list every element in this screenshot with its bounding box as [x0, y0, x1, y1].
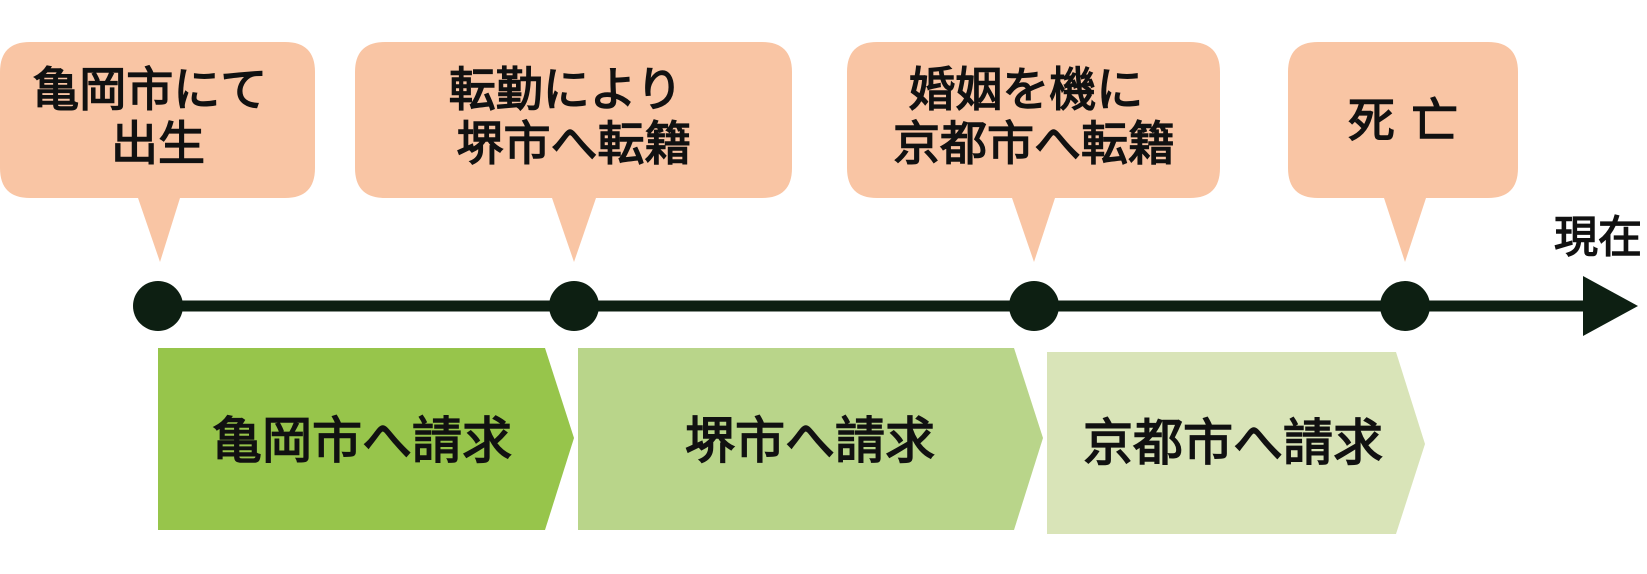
period-band-label: 亀岡市へ請求 [212, 412, 512, 470]
callout-text: 婚姻を機に 京都市へ転籍 [893, 63, 1175, 172]
callout-bubble-shape [1288, 42, 1518, 262]
event-callout-death: 死 亡 [1288, 42, 1518, 262]
period-band-label: 京都市へ請求 [1083, 414, 1383, 472]
period-band-shape [158, 348, 574, 530]
event-callout-transfer-kyoto: 婚姻を機に 京都市へ転籍 [847, 42, 1220, 262]
event-marker-birth [133, 281, 183, 331]
event-callout-birth: 亀岡市にて 出生 [0, 42, 315, 262]
callout-line-1: 死 亡 [1348, 94, 1458, 149]
event-marker-death [1380, 281, 1430, 331]
period-band-shape [578, 348, 1043, 530]
callout-bubble-shape [0, 42, 315, 262]
callout-line-2: 堺市へ転籍 [457, 117, 692, 172]
callout-bubble-shape [847, 42, 1220, 262]
callout-text: 転勤により 堺市へ転籍 [449, 63, 699, 172]
period-band-shape [1047, 352, 1425, 534]
event-marker-transfer-kyoto [1009, 281, 1059, 331]
callout-line-2: 京都市へ転籍 [893, 117, 1175, 172]
callout-line-2: 出生 [111, 117, 205, 172]
event-marker-transfer-sakai [549, 281, 599, 331]
callout-text: 死 亡 [1348, 94, 1458, 149]
period-band-kyoto: 京都市へ請求 [1047, 352, 1425, 534]
callout-line-1: 亀岡市にて [32, 63, 267, 118]
period-band-label: 堺市へ請求 [685, 412, 935, 470]
callout-text: 亀岡市にて 出生 [32, 63, 283, 172]
event-callout-transfer-sakai: 転勤により 堺市へ転籍 [355, 42, 792, 262]
timeline-end-label: 現在 [1554, 212, 1642, 263]
timeline-axis: 現在 [133, 212, 1642, 336]
callout-line-1: 婚姻を機に [908, 63, 1143, 118]
callout-line-1: 転勤により [449, 63, 683, 118]
callout-bubble-shape [355, 42, 792, 262]
period-band-kameoka: 亀岡市へ請求 [158, 348, 574, 530]
period-band-sakai: 堺市へ請求 [578, 348, 1043, 530]
timeline-arrow-head [1583, 276, 1638, 336]
